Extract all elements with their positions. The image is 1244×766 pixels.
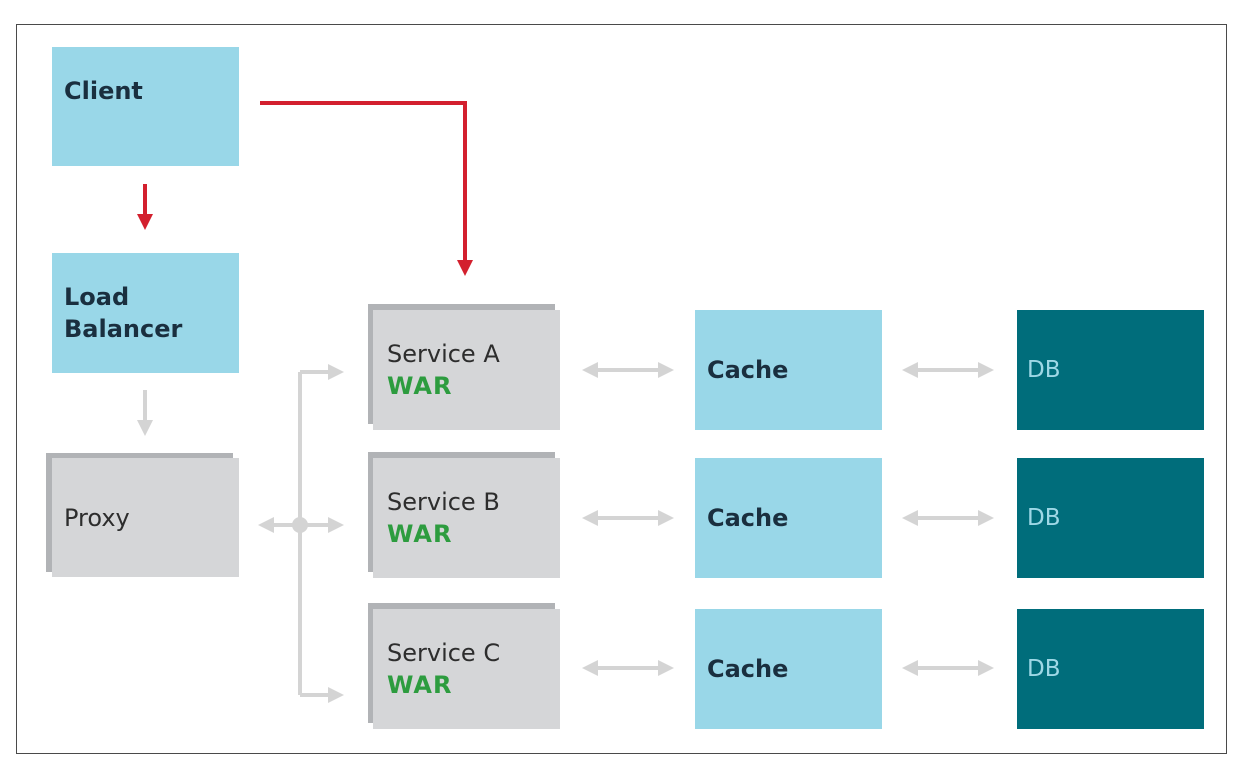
proxy-label: Proxy [64, 503, 130, 532]
cache-c-label: Cache [707, 655, 789, 683]
service-c-label: Service C [387, 639, 501, 667]
service-b-label: Service B [387, 488, 500, 516]
service-b-node[interactable]: Service B WAR [373, 458, 560, 578]
db-c-label: DB [1027, 656, 1061, 682]
client-label: Client [64, 77, 143, 105]
cache-node-c[interactable]: Cache [695, 609, 882, 729]
db-b-label: DB [1027, 505, 1061, 531]
db-a-label: DB [1027, 357, 1061, 383]
db-node-b[interactable]: DB [1017, 458, 1204, 578]
service-a-node[interactable]: Service A WAR [373, 310, 560, 430]
load-balancer-label-line1: Load [64, 283, 130, 311]
cache-node-a[interactable]: Cache [695, 310, 882, 430]
cache-a-label: Cache [707, 356, 789, 384]
arrow-client-to-service-a [260, 101, 473, 276]
service-a-war-tag: WAR [387, 372, 453, 400]
service-c-node[interactable]: Service C WAR [373, 609, 560, 729]
load-balancer-label-line2: Balancer [64, 315, 183, 343]
load-balancer-node[interactable]: Load Balancer [52, 253, 239, 373]
diagram-frame [16, 24, 1227, 754]
cache-b-label: Cache [707, 504, 789, 532]
cache-node-b[interactable]: Cache [695, 458, 882, 578]
proxy-node[interactable]: Proxy [52, 458, 239, 577]
db-node-c[interactable]: DB [1017, 609, 1204, 729]
client-node[interactable]: Client [52, 47, 239, 166]
service-b-war-tag: WAR [387, 520, 453, 548]
db-node-a[interactable]: DB [1017, 310, 1204, 430]
service-a-label: Service A [387, 340, 500, 368]
service-c-war-tag: WAR [387, 671, 453, 699]
